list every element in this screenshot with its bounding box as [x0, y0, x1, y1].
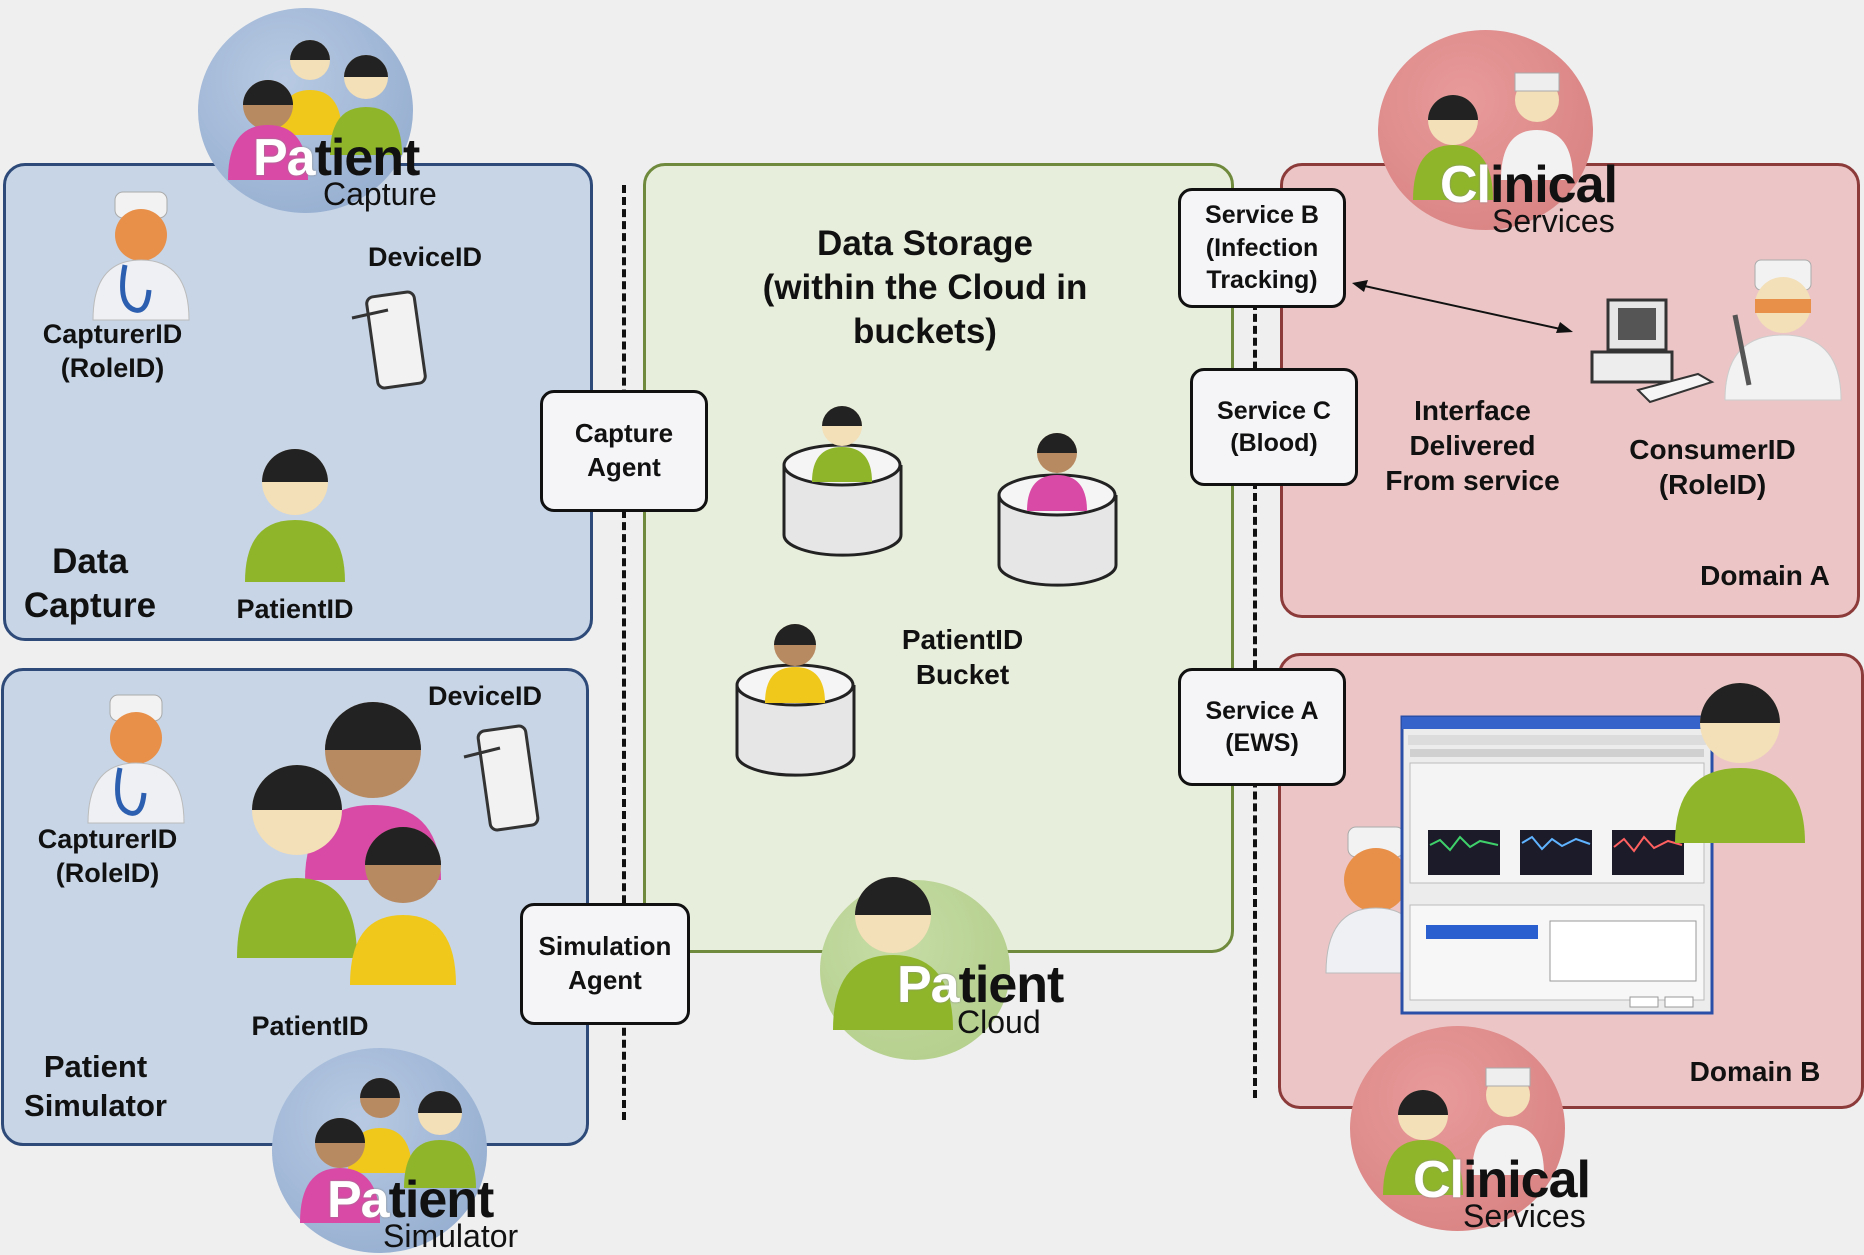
- simulator-device-label: DeviceID: [427, 681, 543, 711]
- logo-rest: inical: [1490, 156, 1618, 214]
- clinical-services-b-logo-circle: [1350, 1026, 1565, 1231]
- patient-capture-people-icon: [228, 40, 402, 180]
- data-capture-patient-label: PatientID: [236, 594, 354, 624]
- clinical-services-b-people-icon: [1383, 1067, 1544, 1195]
- simulator-capturer-nurse-icon: [87, 694, 185, 824]
- bucket-yellow-patient-icon: [735, 624, 856, 777]
- service-a-box[interactable]: Service A (EWS): [1178, 668, 1346, 786]
- data-capture-capturer-label: CapturerID (RoleID): [42, 319, 183, 383]
- logo-rest: tient: [314, 129, 421, 187]
- simulator-capturer-label: CapturerID (RoleID): [37, 824, 178, 888]
- simulator-title: Patient Simulator: [24, 1049, 167, 1123]
- data-capture-device-label: DeviceID: [367, 242, 483, 272]
- logo-highlight: Cl: [1413, 1151, 1464, 1209]
- consumer-id-label: ConsumerID (RoleID): [1629, 434, 1796, 500]
- patient-cloud-logo-sub: Cloud: [957, 1004, 1041, 1040]
- capture-agent-box[interactable]: Capture Agent: [540, 390, 708, 512]
- logo-highlight: Pa: [327, 1171, 390, 1229]
- clinical-services-a-logo-text: Clinical: [1440, 155, 1618, 215]
- simulator-tablet-device-icon: [463, 724, 540, 832]
- simulator-patients-group-icon: [237, 702, 456, 985]
- clinical-services-b-logo-sub: Services: [1463, 1198, 1586, 1234]
- logo-highlight: Pa: [253, 129, 316, 187]
- service-c-box[interactable]: Service C (Blood): [1190, 368, 1358, 486]
- clinical-services-a-people-icon: [1413, 72, 1573, 200]
- logo-highlight: Cl: [1440, 156, 1491, 214]
- bucket-pink-patient-icon: [997, 433, 1118, 587]
- data-storage-title: Data Storage (within the Cloud in bucket…: [762, 224, 1088, 351]
- domain-a-label: Domain A: [1700, 560, 1830, 591]
- logo-rest: tient: [958, 956, 1065, 1014]
- patient-person-icon: [245, 449, 345, 582]
- patient-simulator-logo-text: Patient: [327, 1170, 495, 1230]
- simulation-agent-box[interactable]: Simulation Agent: [520, 903, 690, 1025]
- left-dashed-separator: [622, 185, 626, 1120]
- patient-bucket-label: PatientID Bucket: [901, 624, 1024, 690]
- capturer-nurse-icon: [92, 191, 190, 321]
- patient-capture-logo-sub: Capture: [323, 176, 437, 212]
- logo-rest: inical: [1463, 1151, 1591, 1209]
- consumer-clinician-icon: [1724, 259, 1842, 401]
- service-b-box[interactable]: Service B (Infection Tracking): [1178, 188, 1346, 308]
- data-capture-title: Data Capture: [23, 542, 157, 625]
- patient-cloud-person-icon: [833, 877, 953, 1030]
- patient-capture-logo-text: Patient: [253, 128, 421, 188]
- bucket-green-patient-icon: [782, 406, 903, 557]
- computer-icon: [1590, 298, 1715, 404]
- patient-simulator-logo-sub: Simulator: [383, 1218, 519, 1254]
- domain-b-patient-icon: [1675, 683, 1805, 843]
- service-b-consumer-arrow: [1352, 280, 1573, 333]
- patient-cloud-logo-text: Patient: [897, 955, 1065, 1015]
- patient-simulator-people-icon: [300, 1078, 476, 1223]
- domain-b-label: Domain B: [1689, 1056, 1821, 1087]
- tablet-device-icon: [351, 290, 427, 390]
- clinical-services-a-logo-sub: Services: [1492, 203, 1615, 239]
- logo-highlight: Pa: [897, 956, 960, 1014]
- clinical-services-b-logo-text: Clinical: [1413, 1150, 1591, 1210]
- logo-rest: tient: [388, 1171, 495, 1229]
- application-window-icon: [1400, 715, 1714, 1015]
- simulator-patient-label: PatientID: [251, 1011, 369, 1041]
- interface-delivered-label: Interface Delivered From service: [1385, 395, 1560, 496]
